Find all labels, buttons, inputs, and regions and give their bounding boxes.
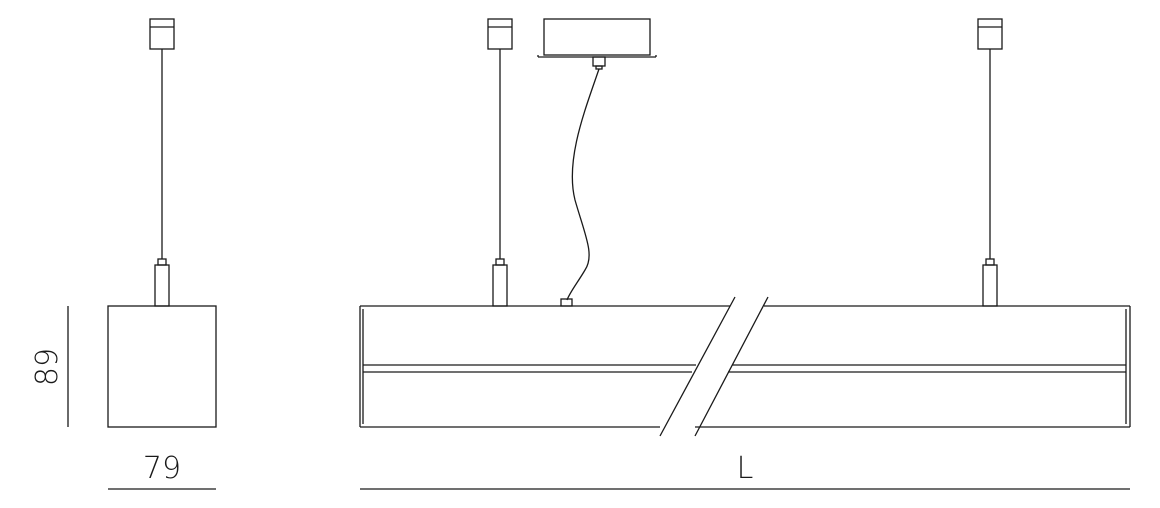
length-dimension-label: L bbox=[737, 451, 754, 486]
front-left-wire-gripper bbox=[492, 258, 508, 307]
luminaire-body-right bbox=[695, 305, 1131, 428]
luminaire-body-left bbox=[359, 305, 730, 428]
cable-entry-gland bbox=[560, 298, 573, 307]
side-profile-body bbox=[107, 305, 217, 428]
power-cable bbox=[566, 68, 600, 301]
power-canopy bbox=[537, 18, 657, 70]
height-dimension-label: 89 bbox=[30, 348, 65, 386]
side-ceiling-canopy bbox=[149, 18, 175, 50]
length-break-lines bbox=[659, 296, 769, 437]
front-left-ceiling-canopy bbox=[487, 18, 513, 50]
side-wire-gripper bbox=[154, 258, 170, 307]
width-dimension-label: 79 bbox=[143, 451, 181, 486]
front-right-wire-gripper bbox=[982, 258, 998, 307]
front-right-ceiling-canopy bbox=[977, 18, 1003, 50]
front-view bbox=[359, 18, 1131, 490]
side-view bbox=[67, 18, 217, 490]
